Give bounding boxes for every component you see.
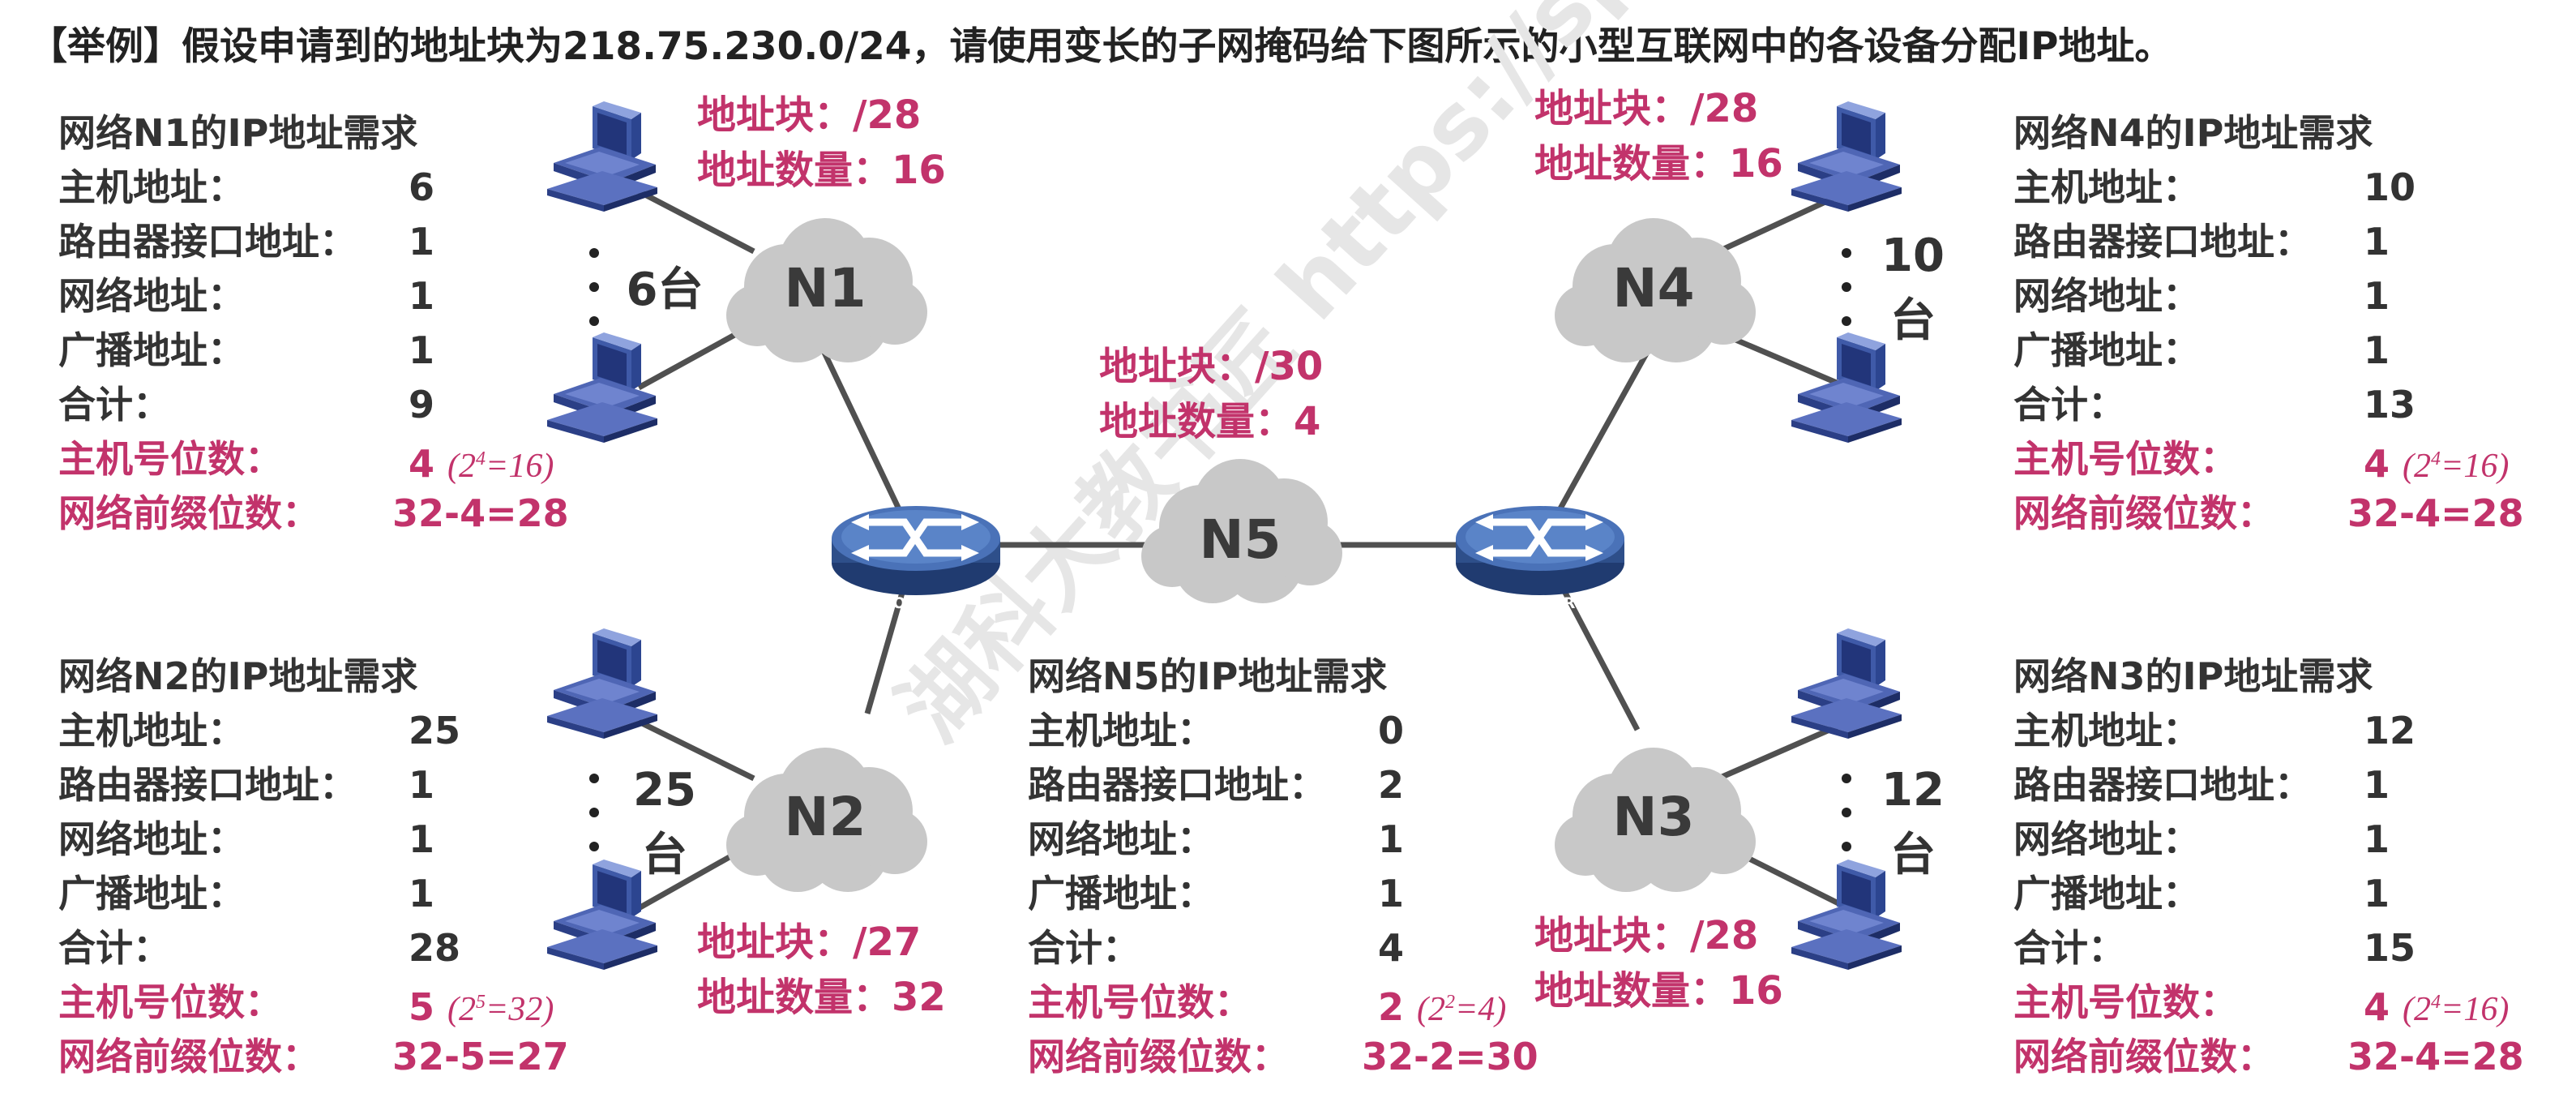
row-host: 主机地址：0 xyxy=(1028,709,1405,752)
row-host-bits: 主机号位数：2 (22=4) xyxy=(1028,980,1507,1029)
router-label: ROUTER xyxy=(881,594,952,612)
host-count-n4: 10 台 xyxy=(1864,224,1962,354)
row-router: 路由器接口地址：1 xyxy=(58,763,435,807)
host-count-n2-unit: 台 xyxy=(642,829,687,881)
row-total: 合计：4 xyxy=(1028,926,1405,970)
address-block-count: 地址数量：16 xyxy=(1534,141,1783,186)
requirements-n2: 网络N2的IP地址需求 主机地址：25 路由器接口地址：1 网络地址：1 广播地… xyxy=(58,649,577,1084)
address-block-prefix: 地址块：/28 xyxy=(697,92,922,138)
host-count-n3: 12 台 xyxy=(1864,758,1962,888)
address-block-count: 地址数量：4 xyxy=(1099,399,1321,444)
row-broadcast: 广播地址：1 xyxy=(58,872,435,915)
host-count-n4-unit: 台 xyxy=(1890,294,1936,347)
requirements-title: 网络N5的IP地址需求 xyxy=(1028,654,1388,698)
row-broadcast: 广播地址：1 xyxy=(1028,872,1405,915)
page-title: 【举例】假设申请到的地址块为218.75.230.0/24，请使用变长的子网掩码… xyxy=(29,24,2173,69)
row-host: 主机地址：25 xyxy=(58,709,461,752)
row-network: 网络地址：1 xyxy=(58,817,435,861)
network-label-n1: N1 xyxy=(784,257,866,319)
requirements-n4: 网络N4的IP地址需求 主机地址：10 路由器接口地址：1 网络地址：1 广播地… xyxy=(2013,105,2532,541)
row-host-bits: 主机号位数：4 (24=16) xyxy=(2013,980,2510,1029)
requirements-title: 网络N3的IP地址需求 xyxy=(2013,654,2373,698)
requirements-title: 网络N4的IP地址需求 xyxy=(2013,111,2373,155)
pc-icon xyxy=(1791,101,1902,212)
router-icon: ROUTER xyxy=(832,506,1000,612)
host-bits-formula: (22=4) xyxy=(1417,991,1507,1028)
address-block-prefix: 地址块：/30 xyxy=(1099,344,1324,389)
row-network: 网络地址：1 xyxy=(58,274,435,318)
address-block-count: 地址数量：16 xyxy=(1534,968,1783,1014)
row-prefix-bits: 网络前缀位数：32-4=28 xyxy=(2013,1035,2524,1078)
address-block-prefix: 地址块：/27 xyxy=(697,920,922,965)
row-router: 路由器接口地址：1 xyxy=(2013,763,2390,807)
row-total: 合计：9 xyxy=(58,383,435,427)
requirements-title: 网络N2的IP地址需求 xyxy=(58,654,418,698)
router-icon: ROUTER xyxy=(1456,506,1624,612)
row-network: 网络地址：1 xyxy=(2013,817,2390,861)
address-block-count: 地址数量：16 xyxy=(697,148,946,193)
row-host-bits: 主机号位数：5 (25=32) xyxy=(58,980,554,1029)
requirements-title: 网络N1的IP地址需求 xyxy=(58,111,418,155)
row-prefix-bits: 网络前缀位数：32-4=28 xyxy=(2013,491,2524,535)
row-host: 主机地址：10 xyxy=(2013,165,2416,209)
host-bits-formula: (24=16) xyxy=(2403,448,2510,485)
requirements-n3: 网络N3的IP地址需求 主机地址：12 路由器接口地址：1 网络地址：1 广播地… xyxy=(2013,649,2532,1084)
row-network: 网络地址：1 xyxy=(1028,817,1405,861)
host-count-n3-number: 12 xyxy=(1881,764,1945,817)
address-block-n5: 地址块：/30 地址数量：4 xyxy=(1099,339,1323,449)
requirements-n1: 网络N1的IP地址需求 主机地址：6 路由器接口地址：1 网络地址：1 广播地址… xyxy=(58,105,577,541)
network-label-n5: N5 xyxy=(1199,508,1281,571)
address-block-count: 地址数量：32 xyxy=(697,975,946,1020)
row-total: 合计：15 xyxy=(2013,926,2416,970)
row-host-bits: 主机号位数：4 (24=16) xyxy=(2013,437,2510,486)
row-broadcast: 广播地址：1 xyxy=(58,328,435,372)
address-block-prefix: 地址块：/28 xyxy=(1534,86,1759,131)
row-prefix-bits: 网络前缀位数：32-5=27 xyxy=(58,1035,569,1078)
host-bits-formula: (24=16) xyxy=(2403,991,2510,1028)
address-block-n1: 地址块：/28 地址数量：16 xyxy=(697,88,946,198)
row-total: 合计：28 xyxy=(58,926,461,970)
router-label: ROUTER xyxy=(1505,594,1576,612)
address-block-n3: 地址块：/28 地址数量：16 xyxy=(1534,908,1783,1018)
host-count-n1: 6台 xyxy=(626,264,704,316)
row-router: 路由器接口地址：2 xyxy=(1028,763,1405,807)
row-network: 网络地址：1 xyxy=(2013,274,2390,318)
network-label-n2: N2 xyxy=(784,786,866,848)
row-host: 主机地址：6 xyxy=(58,165,435,209)
host-count-n2-number: 25 xyxy=(633,764,696,817)
ellipsis-dots xyxy=(589,248,1851,851)
host-count-n4-number: 10 xyxy=(1881,229,1945,282)
row-total: 合计：13 xyxy=(2013,383,2416,427)
row-host-bits: 主机号位数：4 (24=16) xyxy=(58,437,554,486)
row-prefix-bits: 网络前缀位数：32-2=30 xyxy=(1028,1035,1538,1078)
address-block-n2: 地址块：/27 地址数量：32 xyxy=(697,915,946,1025)
host-bits-formula: (24=16) xyxy=(447,448,554,485)
host-bits-formula: (25=32) xyxy=(447,991,554,1028)
address-block-n4: 地址块：/28 地址数量：16 xyxy=(1534,81,1783,191)
network-label-n3: N3 xyxy=(1612,786,1694,848)
pc-icon xyxy=(1791,628,1902,739)
requirements-n5: 网络N5的IP地址需求 主机地址：0 路由器接口地址：2 网络地址：1 广播地址… xyxy=(1028,649,1547,1084)
row-prefix-bits: 网络前缀位数：32-4=28 xyxy=(58,491,569,535)
row-host: 主机地址：12 xyxy=(2013,709,2416,752)
host-count-n2: 25 台 xyxy=(616,758,713,888)
row-broadcast: 广播地址：1 xyxy=(2013,328,2390,372)
address-block-prefix: 地址块：/28 xyxy=(1534,913,1759,958)
network-label-n4: N4 xyxy=(1612,257,1694,319)
row-router: 路由器接口地址：1 xyxy=(58,220,435,264)
row-router: 路由器接口地址：1 xyxy=(2013,220,2390,264)
host-count-n3-unit: 台 xyxy=(1890,829,1936,881)
row-broadcast: 广播地址：1 xyxy=(2013,872,2390,915)
